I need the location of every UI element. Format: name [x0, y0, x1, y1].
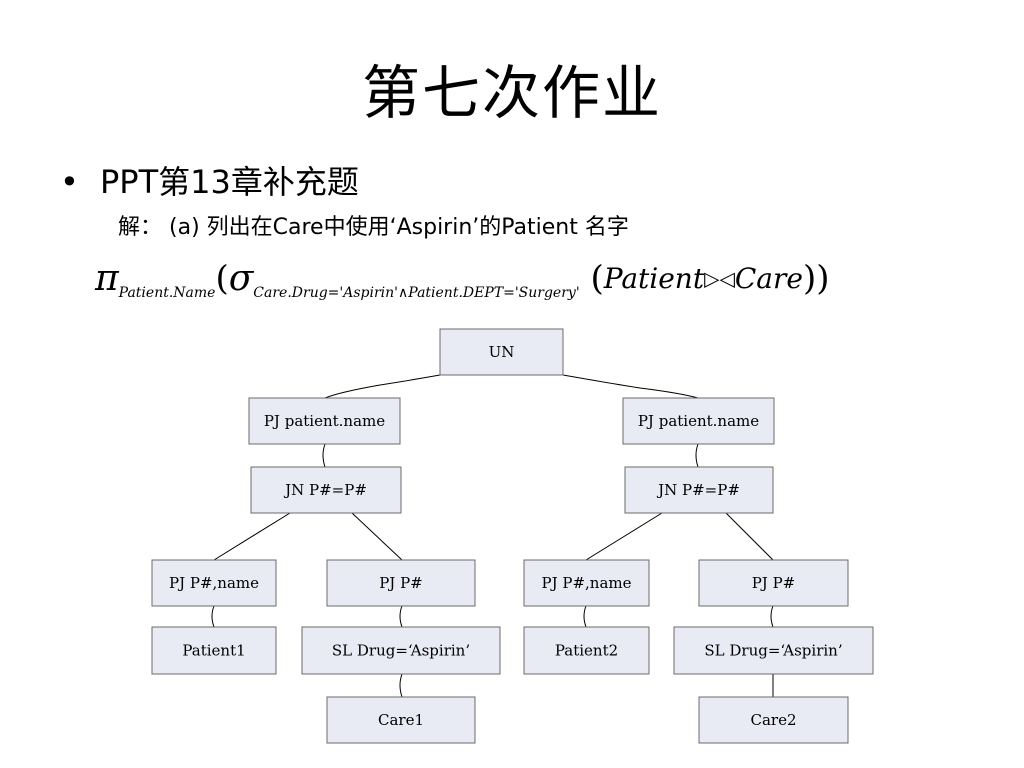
answer-label: (a) 列出在Care中使用‘Aspirin’的Patient 名字	[169, 215, 629, 240]
svg-text:Care1: Care1	[378, 711, 424, 729]
svg-text:JN P#=P#: JN P#=P#	[283, 481, 367, 499]
edge-pjp-sl-left	[399, 605, 403, 628]
svg-text:PJ patient.name: PJ patient.name	[638, 412, 759, 430]
svg-text:PJ P#,name: PJ P#,name	[541, 574, 631, 592]
node-un: UN	[439, 328, 564, 376]
node-pj-p-left: PJ P#	[326, 559, 476, 607]
edge-pjp-sl-right	[770, 605, 774, 628]
answer-line: 解： (a) 列出在Care中使用‘Aspirin’的Patient 名字	[118, 212, 629, 244]
selection-symbol: σ	[228, 258, 254, 299]
node-jn-left: JN P#=P#	[250, 466, 402, 514]
slide-title: 第七次作业	[361, 59, 662, 127]
bullet-item: • PPT第13章补充题	[60, 160, 359, 204]
edge-pj-jn-left	[322, 443, 326, 468]
edge-un-pj-right	[562, 374, 699, 399]
node-pj-patient-name-right: PJ patient.name	[622, 397, 775, 445]
node-care1: Care1	[326, 696, 476, 744]
open-paren: (	[215, 258, 229, 299]
node-pj-pname-right: PJ P#,name	[523, 559, 650, 607]
svg-text:PJ patient.name: PJ patient.name	[264, 412, 385, 430]
edge-sl-care1	[399, 673, 403, 698]
close-parens: ))	[802, 258, 830, 299]
edge-jn-pjp-right	[725, 512, 774, 561]
node-care2: Care2	[698, 696, 849, 744]
svg-text:Care2: Care2	[750, 711, 796, 729]
node-pj-p-right: PJ P#	[698, 559, 849, 607]
selection-subscript: Care.Drug='Aspirin'∧Patient.DEPT='Surger…	[253, 285, 580, 301]
projection-subscript: Patient.Name	[118, 285, 216, 301]
answer-prefix: 解：	[118, 215, 163, 240]
relational-algebra-formula: πPatient.Name(σCare.Drug='Aspirin'∧Patie…	[95, 258, 829, 318]
open-paren-inner: (	[579, 258, 604, 299]
left-relation: Patient	[603, 262, 705, 295]
node-jn-right: JN P#=P#	[624, 466, 774, 514]
bullet-dot: •	[60, 163, 79, 201]
node-pj-pname-left: PJ P#,name	[151, 559, 277, 607]
svg-text:Patient1: Patient1	[182, 642, 245, 660]
svg-text:PJ P#,name: PJ P#,name	[169, 574, 259, 592]
edge-pjpname-patient2	[583, 605, 587, 628]
svg-text:PJ P#: PJ P#	[752, 574, 796, 592]
node-patient2: Patient2	[523, 626, 650, 675]
node-sl-right: SL Drug=‘Aspirin’	[673, 626, 874, 675]
edge-jn-pjpname-right	[585, 512, 663, 561]
svg-text:Patient2: Patient2	[555, 642, 618, 660]
projection-symbol: π	[95, 258, 119, 299]
edge-pjpname-patient1	[211, 605, 215, 628]
bullet-text: PPT第13章补充题	[100, 163, 359, 201]
node-patient1: Patient1	[151, 626, 277, 675]
edge-pj-jn-right	[695, 443, 699, 468]
svg-text:SL Drug=‘Aspirin’: SL Drug=‘Aspirin’	[704, 642, 842, 660]
svg-text:JN P#=P#: JN P#=P#	[656, 481, 740, 499]
edge-jn-pjp-left	[351, 512, 403, 561]
right-relation: Care	[734, 262, 803, 295]
node-pj-patient-name-left: PJ patient.name	[248, 397, 401, 445]
svg-text:SL Drug=‘Aspirin’: SL Drug=‘Aspirin’	[332, 642, 470, 660]
edge-jn-pjpname-left	[213, 512, 291, 561]
natural-join-symbol: ▷◁	[704, 266, 735, 291]
edge-un-pj-left	[324, 374, 441, 399]
svg-text:PJ P#: PJ P#	[379, 574, 423, 592]
node-sl-left: SL Drug=‘Aspirin’	[301, 626, 501, 675]
svg-text:UN: UN	[489, 343, 515, 361]
